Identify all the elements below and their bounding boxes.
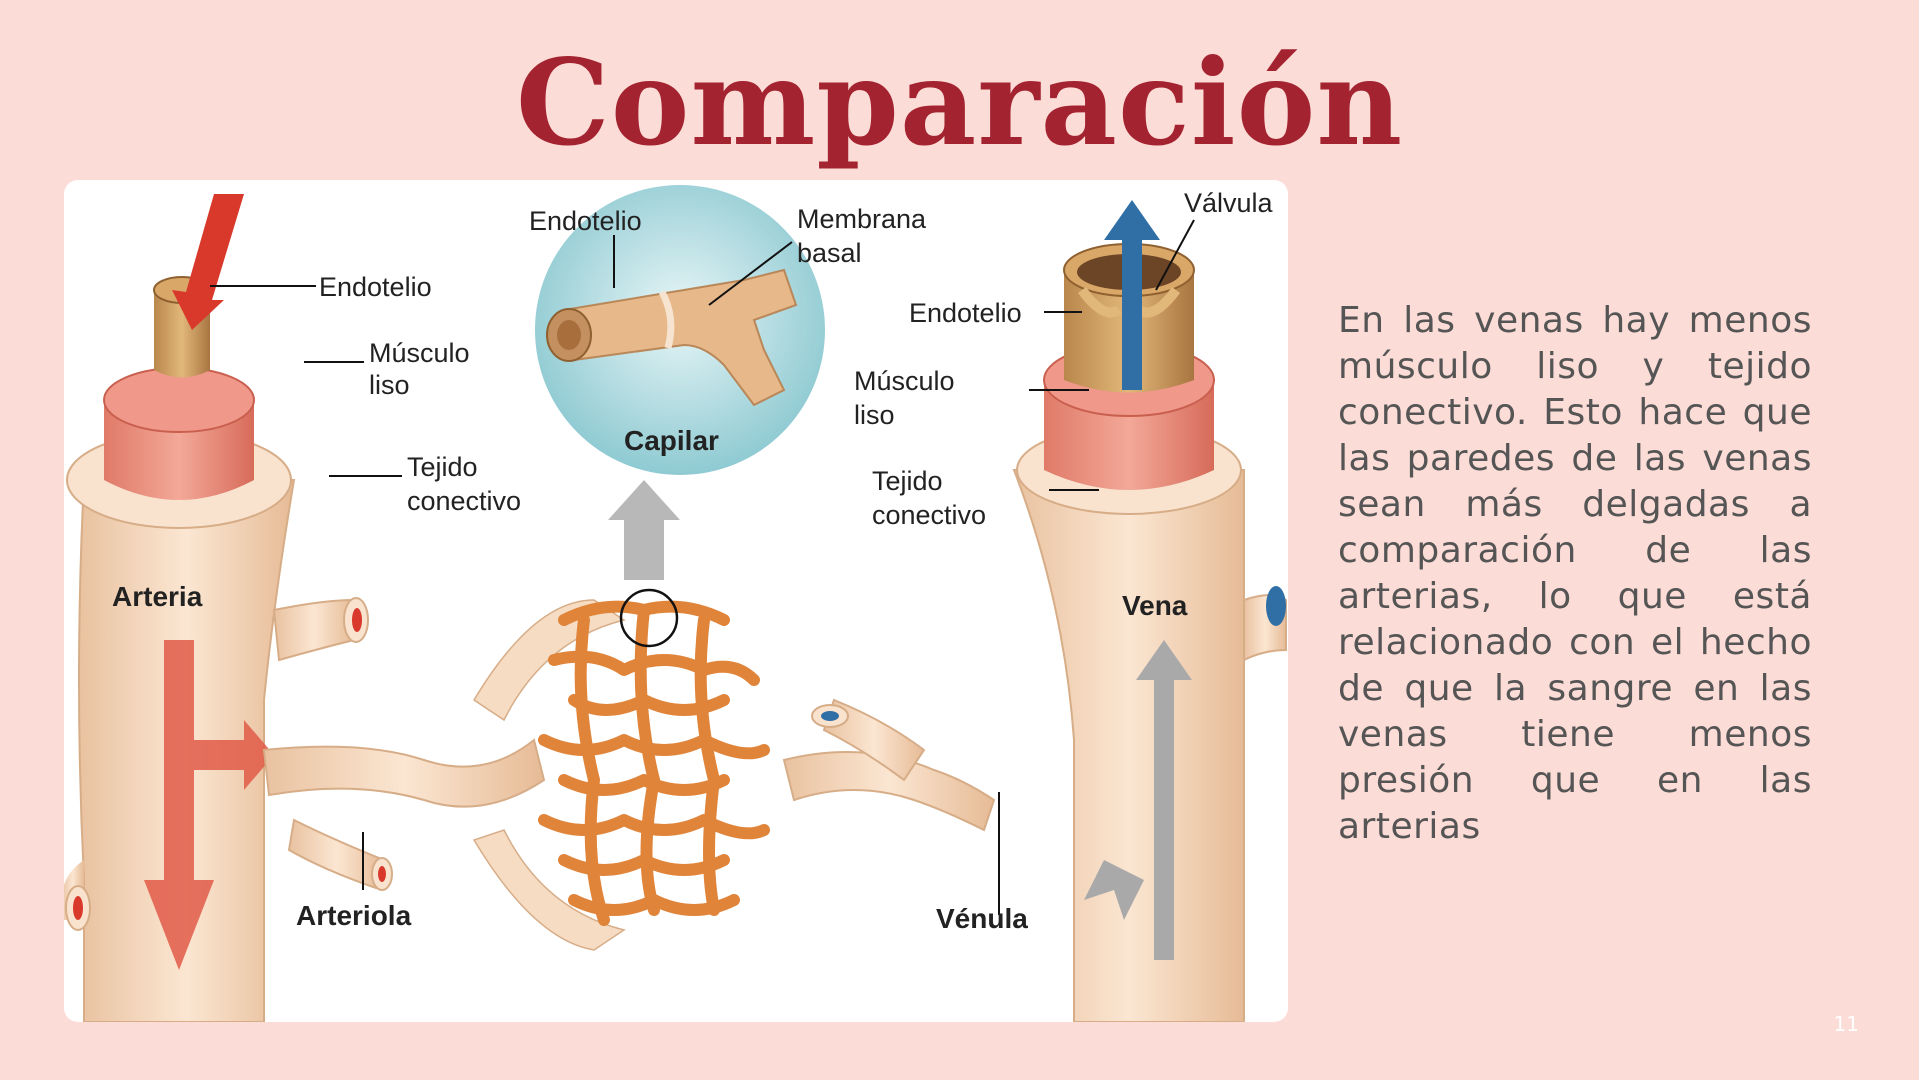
label-arteria-endotelio: Endotelio	[319, 272, 432, 302]
comparison-paragraph: En las venas hay menos músculo liso y te…	[1338, 300, 1812, 847]
label-venula: Vénula	[936, 903, 1028, 934]
label-vena-conectivo: conectivo	[872, 500, 986, 530]
vein-illustration	[1012, 200, 1287, 1022]
slide-title: Comparación	[515, 33, 1404, 172]
capillary-detail	[535, 185, 825, 475]
label-arteria-liso: liso	[369, 370, 410, 400]
capillary-network	[538, 600, 770, 926]
label-arteria-musculo: Músculo	[369, 338, 470, 368]
blood-vessels-diagram: Endotelio Músculo liso Tejido conectivo …	[64, 180, 1288, 1022]
label-vena-liso: liso	[854, 400, 895, 430]
label-arteria-conectivo: conectivo	[407, 486, 521, 516]
label-valvula: Válvula	[1184, 188, 1274, 218]
label-arteria-tejido: Tejido	[407, 452, 478, 482]
artery-illustration	[64, 194, 369, 1022]
label-basal: basal	[797, 238, 862, 268]
label-vena-tejido: Tejido	[872, 466, 943, 496]
label-capilar: Capilar	[624, 425, 719, 456]
label-arteria: Arteria	[112, 581, 203, 612]
label-vena: Vena	[1122, 590, 1188, 621]
label-capilar-endotelio: Endotelio	[529, 206, 642, 236]
diagram-svg: Endotelio Músculo liso Tejido conectivo …	[64, 185, 1287, 1022]
label-vena-musculo: Músculo	[854, 366, 955, 396]
label-arteriola: Arteriola	[296, 900, 412, 931]
label-vena-endotelio: Endotelio	[909, 298, 1022, 328]
page-number: 11	[1833, 1012, 1859, 1036]
label-membrana: Membrana	[797, 204, 927, 234]
microcirculation	[262, 480, 996, 951]
leader-lines	[210, 219, 1195, 915]
